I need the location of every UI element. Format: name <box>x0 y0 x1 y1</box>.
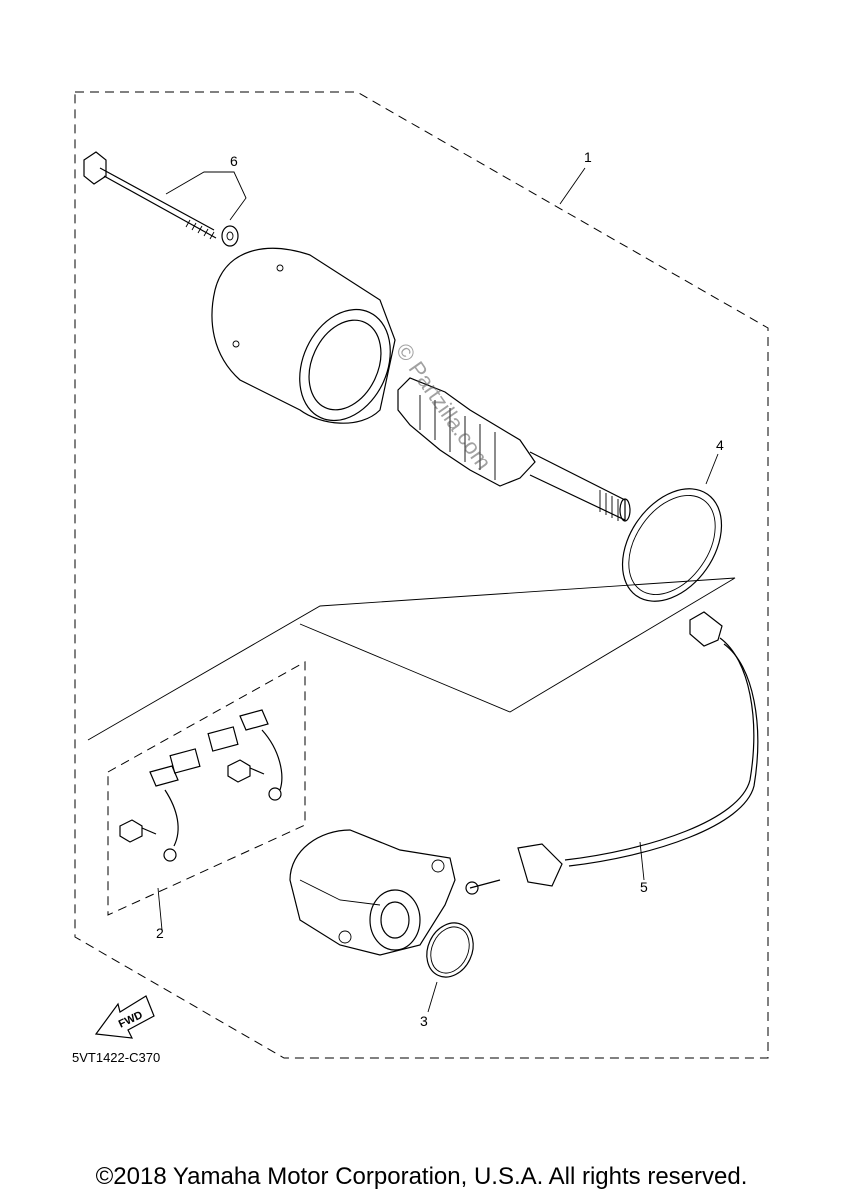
o-ring-large-part <box>621 488 723 602</box>
fwd-label: FWD <box>117 1009 145 1030</box>
yoke-housing-part <box>211 247 396 424</box>
brush-holder-outline <box>107 661 306 916</box>
brush-set-part <box>119 709 283 862</box>
armature-part <box>397 377 631 522</box>
callout-2: 2 <box>156 925 164 941</box>
lead-wire-part <box>465 611 759 895</box>
washer-part <box>221 225 239 247</box>
leader-line-4 <box>705 453 719 485</box>
leader-line-1 <box>559 167 586 205</box>
copyright-notice: ©2018 Yamaha Motor Corporation, U.S.A. A… <box>95 1163 748 1190</box>
leader-line-5 <box>639 841 645 881</box>
o-ring-small-part <box>426 922 474 978</box>
callout-5: 5 <box>640 879 648 895</box>
leader-line-2 <box>157 887 163 931</box>
diagram-code: 5VT1422-C370 <box>72 1050 160 1065</box>
leader-line-6 <box>165 171 247 221</box>
assembly-outline <box>74 91 769 1059</box>
callout-3: 3 <box>420 1013 428 1029</box>
end-cover-part <box>289 829 456 956</box>
fwd-arrow-icon: FWD <box>94 995 155 1039</box>
callout-6: 6 <box>230 153 238 169</box>
subassembly-plane <box>87 577 736 741</box>
leader-line-3 <box>427 981 438 1013</box>
watermark: © Partzilla.com <box>391 339 497 475</box>
callout-4: 4 <box>716 437 724 453</box>
callout-1: 1 <box>584 149 592 165</box>
bolt-part <box>83 151 217 240</box>
